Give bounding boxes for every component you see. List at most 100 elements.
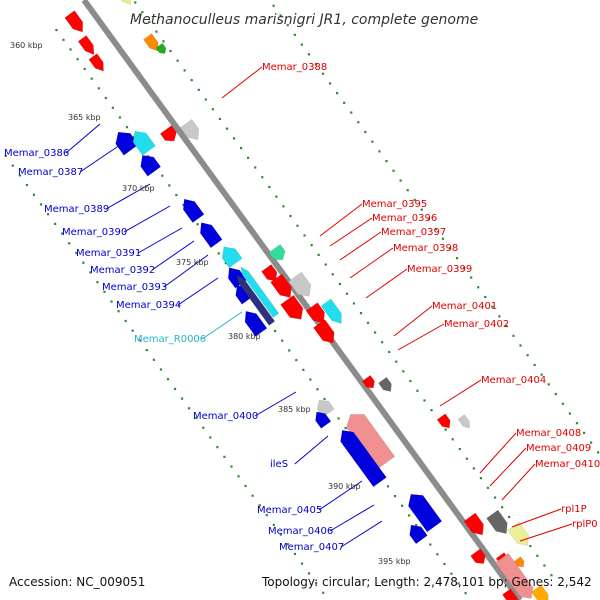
- gene-label[interactable]: Memar_0387: [18, 167, 83, 178]
- gene-feature[interactable]: [486, 509, 512, 538]
- gene-label[interactable]: Memar_0390: [62, 227, 127, 238]
- tick-dot: [316, 388, 319, 391]
- gene-label[interactable]: Memar_0392: [90, 265, 155, 276]
- gene-label[interactable]: Memar_0407: [279, 542, 344, 553]
- gene-feature[interactable]: [463, 512, 488, 539]
- tick-dot: [62, 38, 65, 41]
- gene-feature[interactable]: [361, 375, 377, 391]
- tick-dot: [393, 494, 397, 498]
- gene-feature[interactable]: [336, 426, 387, 488]
- tick-dot: [529, 545, 532, 548]
- tick-dot: [582, 431, 586, 434]
- gene-label[interactable]: rpl1P: [561, 504, 587, 515]
- gene-feature[interactable]: [378, 376, 394, 394]
- tick-dot: [464, 592, 467, 595]
- tick-dot: [322, 591, 325, 594]
- gene-labels: Memar_0388Memar_0386Memar_0387Memar_0389…: [4, 62, 600, 553]
- gene-feature[interactable]: [436, 413, 453, 431]
- gene-feature[interactable]: [305, 302, 329, 327]
- gene-feature[interactable]: [155, 42, 168, 56]
- gene-feature[interactable]: [404, 489, 443, 533]
- label-leader: [254, 391, 297, 417]
- tick-dot: [293, 552, 297, 556]
- gene-label[interactable]: Memar_0400: [193, 411, 258, 422]
- gene-label[interactable]: Memar_0401: [432, 301, 497, 312]
- gene-feature[interactable]: [288, 271, 316, 301]
- gene-feature[interactable]: [457, 414, 473, 431]
- gene-label[interactable]: Memar_0399: [407, 264, 472, 275]
- gene-label[interactable]: Memar_0406: [268, 526, 333, 537]
- topology-text: Topology: circular; Length: 2,478,101 bp…: [262, 575, 592, 589]
- tick-dot: [317, 253, 320, 256]
- tick-dot: [25, 183, 29, 187]
- gene-feature[interactable]: [136, 151, 161, 177]
- gene-label[interactable]: Memar_0404: [481, 375, 546, 386]
- label-leader: [221, 66, 263, 99]
- label-leader: [393, 305, 433, 337]
- gene-label[interactable]: rplP0: [572, 519, 598, 530]
- gene-label[interactable]: Memar_0410: [535, 459, 600, 470]
- gene-feature[interactable]: [494, 552, 537, 600]
- tick-dot: [344, 426, 347, 430]
- gene-label[interactable]: Memar_0388: [262, 62, 327, 73]
- tick-dot: [307, 53, 311, 56]
- gene-feature[interactable]: [280, 294, 308, 324]
- gene-label[interactable]: Memar_0402: [444, 319, 509, 330]
- gene-feature[interactable]: [159, 125, 180, 146]
- gene-label[interactable]: ileS: [270, 459, 288, 470]
- gene-label[interactable]: Memar_0395: [362, 199, 427, 210]
- gene-label[interactable]: Memar_0408: [516, 428, 581, 439]
- label-leader: [177, 277, 219, 306]
- label-leader: [397, 323, 445, 351]
- gene-feature[interactable]: [313, 319, 338, 347]
- tick-dot: [223, 455, 226, 458]
- gene-feature[interactable]: [196, 218, 223, 249]
- gene-feature[interactable]: [88, 53, 108, 74]
- gene-label[interactable]: Memar_0396: [372, 213, 437, 224]
- gene-feature[interactable]: [115, 0, 135, 7]
- gene-label[interactable]: Memar_0389: [44, 204, 109, 215]
- tick-dot: [125, 126, 129, 129]
- gene-label[interactable]: Memar_0409: [526, 443, 591, 454]
- gene-feature[interactable]: [234, 273, 276, 326]
- gene-feature[interactable]: [470, 548, 489, 567]
- gene-feature[interactable]: [64, 10, 88, 36]
- tick-dot: [258, 504, 261, 507]
- gene-label[interactable]: Memar_R0006: [134, 334, 206, 345]
- gene-feature[interactable]: [111, 127, 139, 156]
- gene-feature[interactable]: [261, 264, 281, 285]
- tick-dot: [378, 150, 381, 153]
- gene-feature[interactable]: [217, 242, 243, 269]
- tick-dot: [458, 447, 461, 451]
- gene-feature[interactable]: [238, 265, 280, 318]
- gene-feature[interactable]: [180, 119, 203, 143]
- tick-dot: [444, 428, 447, 431]
- gene-feature[interactable]: [312, 408, 332, 429]
- gene-feature[interactable]: [240, 307, 268, 337]
- gene-label[interactable]: Memar_0386: [4, 148, 69, 159]
- tick-dot: [90, 77, 93, 80]
- gene-feature[interactable]: [502, 588, 528, 600]
- gene-label[interactable]: Memar_0405: [257, 505, 322, 516]
- gene-label[interactable]: Memar_0393: [102, 282, 167, 293]
- tick-dot: [279, 533, 282, 536]
- gene-feature[interactable]: [179, 195, 205, 223]
- gene-feature[interactable]: [405, 521, 428, 545]
- tick-dot: [97, 87, 100, 90]
- gene-label[interactable]: Memar_0398: [393, 243, 458, 254]
- gene-label[interactable]: Memar_0391: [76, 248, 141, 259]
- gene-label[interactable]: Memar_0397: [381, 227, 446, 238]
- gene-feature[interactable]: [128, 126, 156, 156]
- gene-label[interactable]: Memar_0394: [116, 300, 181, 311]
- gene-feature[interactable]: [268, 244, 289, 264]
- gene-feature[interactable]: [513, 556, 526, 570]
- gene-feature[interactable]: [342, 408, 396, 470]
- tick-dot: [104, 96, 107, 100]
- tick-dot: [300, 562, 304, 565]
- kbp-label: 370 kbp: [122, 184, 155, 193]
- gene-feature[interactable]: [270, 273, 296, 302]
- gene-feature[interactable]: [77, 35, 98, 57]
- tick-dot: [357, 121, 360, 124]
- gene-feature[interactable]: [320, 298, 346, 327]
- gene-feature[interactable]: [143, 33, 163, 54]
